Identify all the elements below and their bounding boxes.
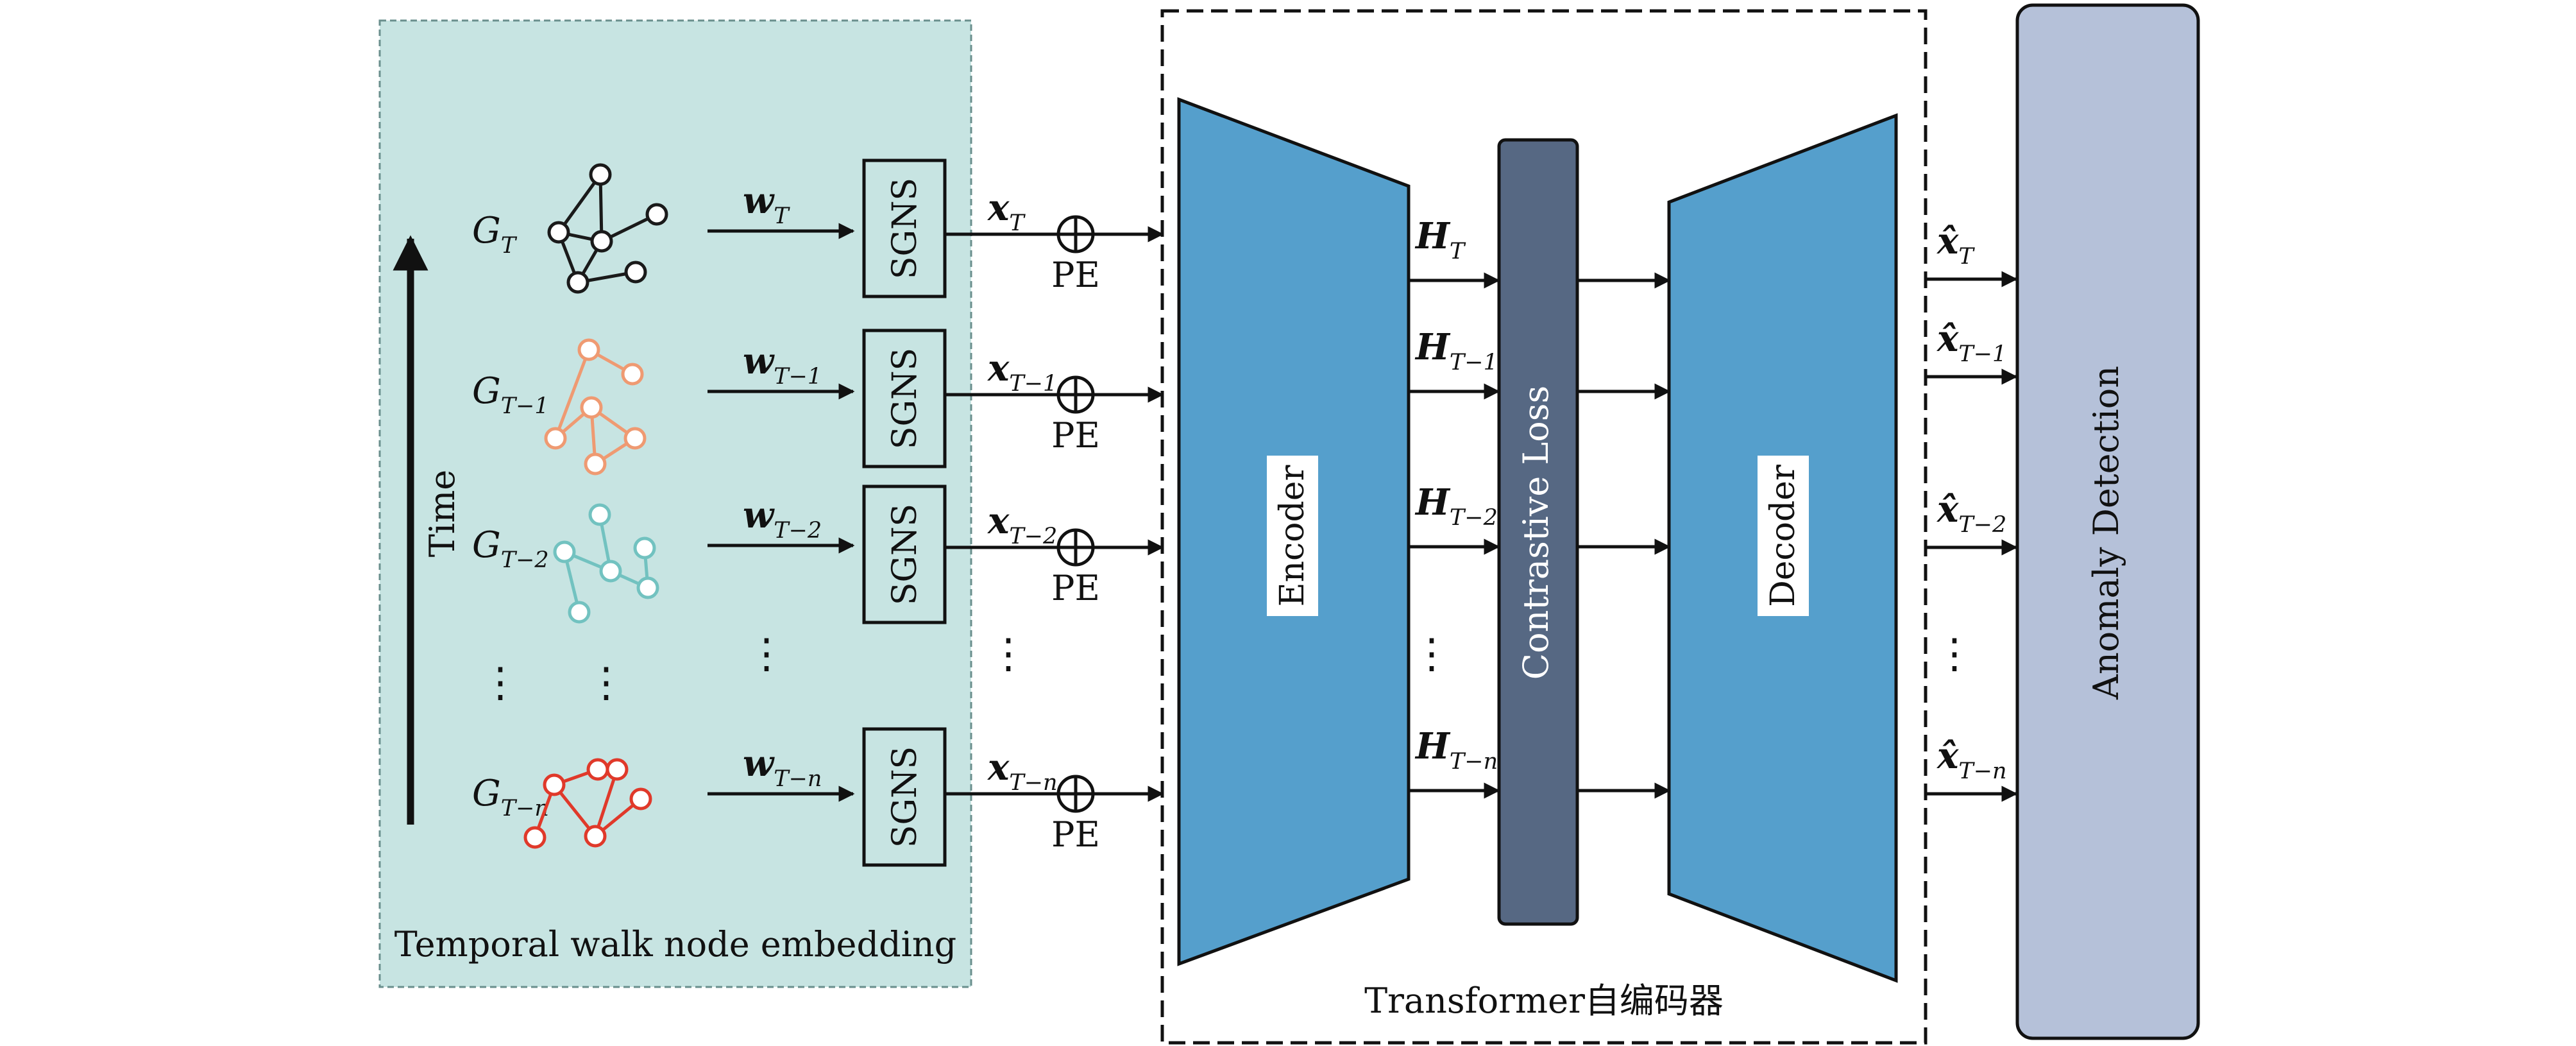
graph-node <box>633 536 656 560</box>
graph-edge <box>593 769 619 837</box>
encoder-label-bg <box>1267 456 1318 616</box>
hidden-state-label: HT−2 <box>1414 481 1498 531</box>
graph-node <box>599 560 622 583</box>
encoder-label: Encoder <box>1273 465 1312 606</box>
temporal-graph <box>523 758 652 849</box>
sgns-label: SGNS <box>886 178 924 279</box>
graph-node <box>606 758 629 781</box>
sgns-box <box>862 159 947 298</box>
graph-node <box>621 363 644 386</box>
transformer-box <box>1160 9 1928 1045</box>
transformer-caption: Transformer自编码器 <box>1364 981 1724 1021</box>
reconstruction-label: x̂T−1 <box>1936 318 2006 367</box>
graph-label: GT−n <box>472 773 549 821</box>
ellipsis: ⋮ <box>988 630 1029 678</box>
graph-node <box>547 221 570 244</box>
walk-label: wT−1 <box>743 340 822 390</box>
decoder-label: Decoder <box>1764 465 1802 607</box>
graph-node <box>577 338 600 361</box>
temporal-graph <box>547 163 668 294</box>
ellipsis: ⋮ <box>480 659 521 707</box>
pe-label: PE <box>1051 415 1100 456</box>
hidden-state-label: HT <box>1414 215 1466 264</box>
sgns-box <box>862 484 947 624</box>
embedding-vector-label: xT−n <box>987 746 1058 796</box>
graph-label: GT <box>472 210 518 259</box>
graph-node <box>523 826 547 849</box>
embedding-vector-label: xT <box>987 187 1026 236</box>
graph-edge <box>557 173 602 234</box>
graph-node <box>588 503 611 526</box>
sgns-box <box>862 727 947 867</box>
embedding-vector-label: xT−1 <box>987 347 1057 397</box>
reconstruction-label: x̂T−2 <box>1936 488 2006 538</box>
graph-node <box>544 427 567 450</box>
graph-node <box>636 576 659 599</box>
graph-node <box>543 773 566 796</box>
reconstruction-label: x̂T−n <box>1936 735 2007 784</box>
graph-node <box>584 452 607 476</box>
graph-node <box>624 261 647 284</box>
ellipsis: ⋮ <box>1411 630 1452 678</box>
ellipsis: ⋮ <box>1934 630 1975 678</box>
embedding-vector-label: xT−2 <box>987 500 1057 549</box>
hidden-state-label: HT−n <box>1414 725 1498 775</box>
walk-label: wT−2 <box>743 494 822 544</box>
graph-node <box>566 271 589 294</box>
graph-node <box>553 540 576 563</box>
anomaly-detection-label: Anomaly Detection <box>2086 366 2126 700</box>
graph-label: GT−2 <box>472 524 549 573</box>
ellipsis: ⋮ <box>746 630 787 678</box>
hidden-state-label: HT−1 <box>1414 326 1498 375</box>
temporal-graph <box>544 338 647 476</box>
contrastive-loss-bar <box>1497 138 1579 926</box>
walk-label: wT <box>743 180 790 229</box>
graph-node <box>589 163 612 186</box>
graph-edge <box>554 349 591 439</box>
ellipsis: ⋮ <box>586 659 627 707</box>
sgns-label: SGNS <box>886 348 924 449</box>
pe-label: PE <box>1051 568 1100 608</box>
graph-node <box>629 787 652 810</box>
graph-node <box>623 427 647 450</box>
graph-node <box>584 825 607 848</box>
time-label: Time <box>422 470 462 557</box>
pe-label: PE <box>1051 814 1100 855</box>
graph-node <box>580 396 603 419</box>
graph-node <box>568 601 591 624</box>
graph-node <box>645 203 668 226</box>
decoder-label-bg <box>1758 456 1809 616</box>
reconstruction-label: x̂T <box>1936 220 1975 270</box>
temporal-graph <box>553 503 659 624</box>
walk-label: wT−n <box>743 742 822 792</box>
sgns-label: SGNS <box>886 504 924 605</box>
graph-node <box>590 230 613 253</box>
sgns-box <box>862 329 947 468</box>
contrastive-loss-label: Contrastive Loss <box>1516 386 1556 680</box>
graph-label: GT−1 <box>472 370 549 419</box>
graph-node <box>586 758 609 781</box>
sgns-label: SGNS <box>886 746 924 848</box>
pe-label: PE <box>1051 255 1100 295</box>
anomaly-detection-box <box>2015 3 2200 1040</box>
embedding-panel-caption: Temporal walk node embedding <box>394 924 957 965</box>
